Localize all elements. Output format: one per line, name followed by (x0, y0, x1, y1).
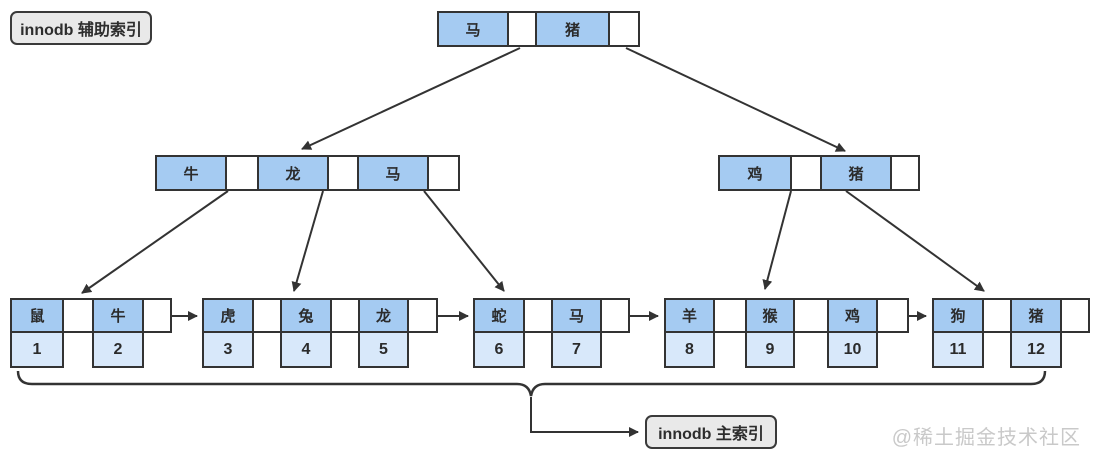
secondary-index-label: innodb 辅助索引 (10, 11, 152, 45)
pointer-cell (600, 298, 630, 333)
value-cell: 3 (202, 331, 254, 368)
key-cell: 猪 (535, 11, 610, 47)
key-cell: 龙 (358, 298, 409, 333)
pointer-cell (876, 298, 909, 333)
pointer-cell (523, 298, 553, 333)
key-cell: 鸡 (718, 155, 792, 191)
arrow-internal-left-to-leaf-3 (423, 190, 505, 292)
pointer-cell (982, 298, 1012, 333)
key-cell: 马 (551, 298, 602, 333)
pointer-cell (427, 155, 460, 191)
arrow-root-to-internal-left (301, 47, 521, 150)
key-cell: 马 (357, 155, 429, 191)
pointer-cell (62, 298, 94, 333)
internal-node-right: 鸡猪 (718, 155, 920, 193)
leaves-brace (16, 370, 1047, 397)
key-cell: 虎 (202, 298, 254, 333)
pointer-cell (225, 155, 259, 191)
key-cell: 马 (437, 11, 509, 47)
value-cell: 8 (664, 331, 715, 368)
pointer-cell (890, 155, 920, 191)
value-cell: 9 (745, 331, 795, 368)
value-cell: 1 (10, 331, 64, 368)
key-cell: 兔 (280, 298, 332, 333)
arrow-internal-left-to-leaf-2 (291, 190, 324, 292)
value-cell: 12 (1010, 331, 1062, 368)
arrow-brace-to-primary-label (530, 397, 639, 437)
value-cell: 7 (551, 331, 602, 368)
value-cell: 5 (358, 331, 409, 368)
value-cell: 10 (827, 331, 878, 368)
pointer-cell (507, 11, 537, 47)
arrow-root-to-internal-right (625, 47, 846, 152)
pointer-cell (407, 298, 438, 333)
arrow-internal-left-to-leaf-1 (81, 190, 229, 294)
arrow-internal-right-to-leaf-5 (845, 190, 985, 292)
key-cell: 猪 (1010, 298, 1062, 333)
key-cell: 猴 (745, 298, 795, 333)
arrow-internal-right-to-leaf-4 (762, 190, 792, 290)
pointer-cell (790, 155, 822, 191)
pointer-cell (142, 298, 172, 333)
pointer-cell (1060, 298, 1090, 333)
pointer-cell (327, 155, 359, 191)
value-cell: 2 (92, 331, 144, 368)
value-cell: 6 (473, 331, 525, 368)
value-cell: 4 (280, 331, 332, 368)
key-cell: 牛 (155, 155, 227, 191)
root-node: 马猪 (437, 11, 640, 49)
value-cell: 11 (932, 331, 984, 368)
pointer-cell (713, 298, 747, 333)
watermark-text: @稀土掘金技术社区 (891, 427, 1081, 449)
key-cell: 猪 (820, 155, 892, 191)
pointer-cell (330, 298, 360, 333)
primary-index-label: innodb 主索引 (645, 415, 777, 449)
key-cell: 牛 (92, 298, 144, 333)
key-cell: 羊 (664, 298, 715, 333)
key-cell: 蛇 (473, 298, 525, 333)
key-cell: 狗 (932, 298, 984, 333)
key-cell: 龙 (257, 155, 329, 191)
key-cell: 鸡 (827, 298, 878, 333)
pointer-cell (252, 298, 282, 333)
pointer-cell (608, 11, 640, 47)
pointer-cell (793, 298, 829, 333)
internal-node-left: 牛龙马 (155, 155, 460, 193)
key-cell: 鼠 (10, 298, 64, 333)
